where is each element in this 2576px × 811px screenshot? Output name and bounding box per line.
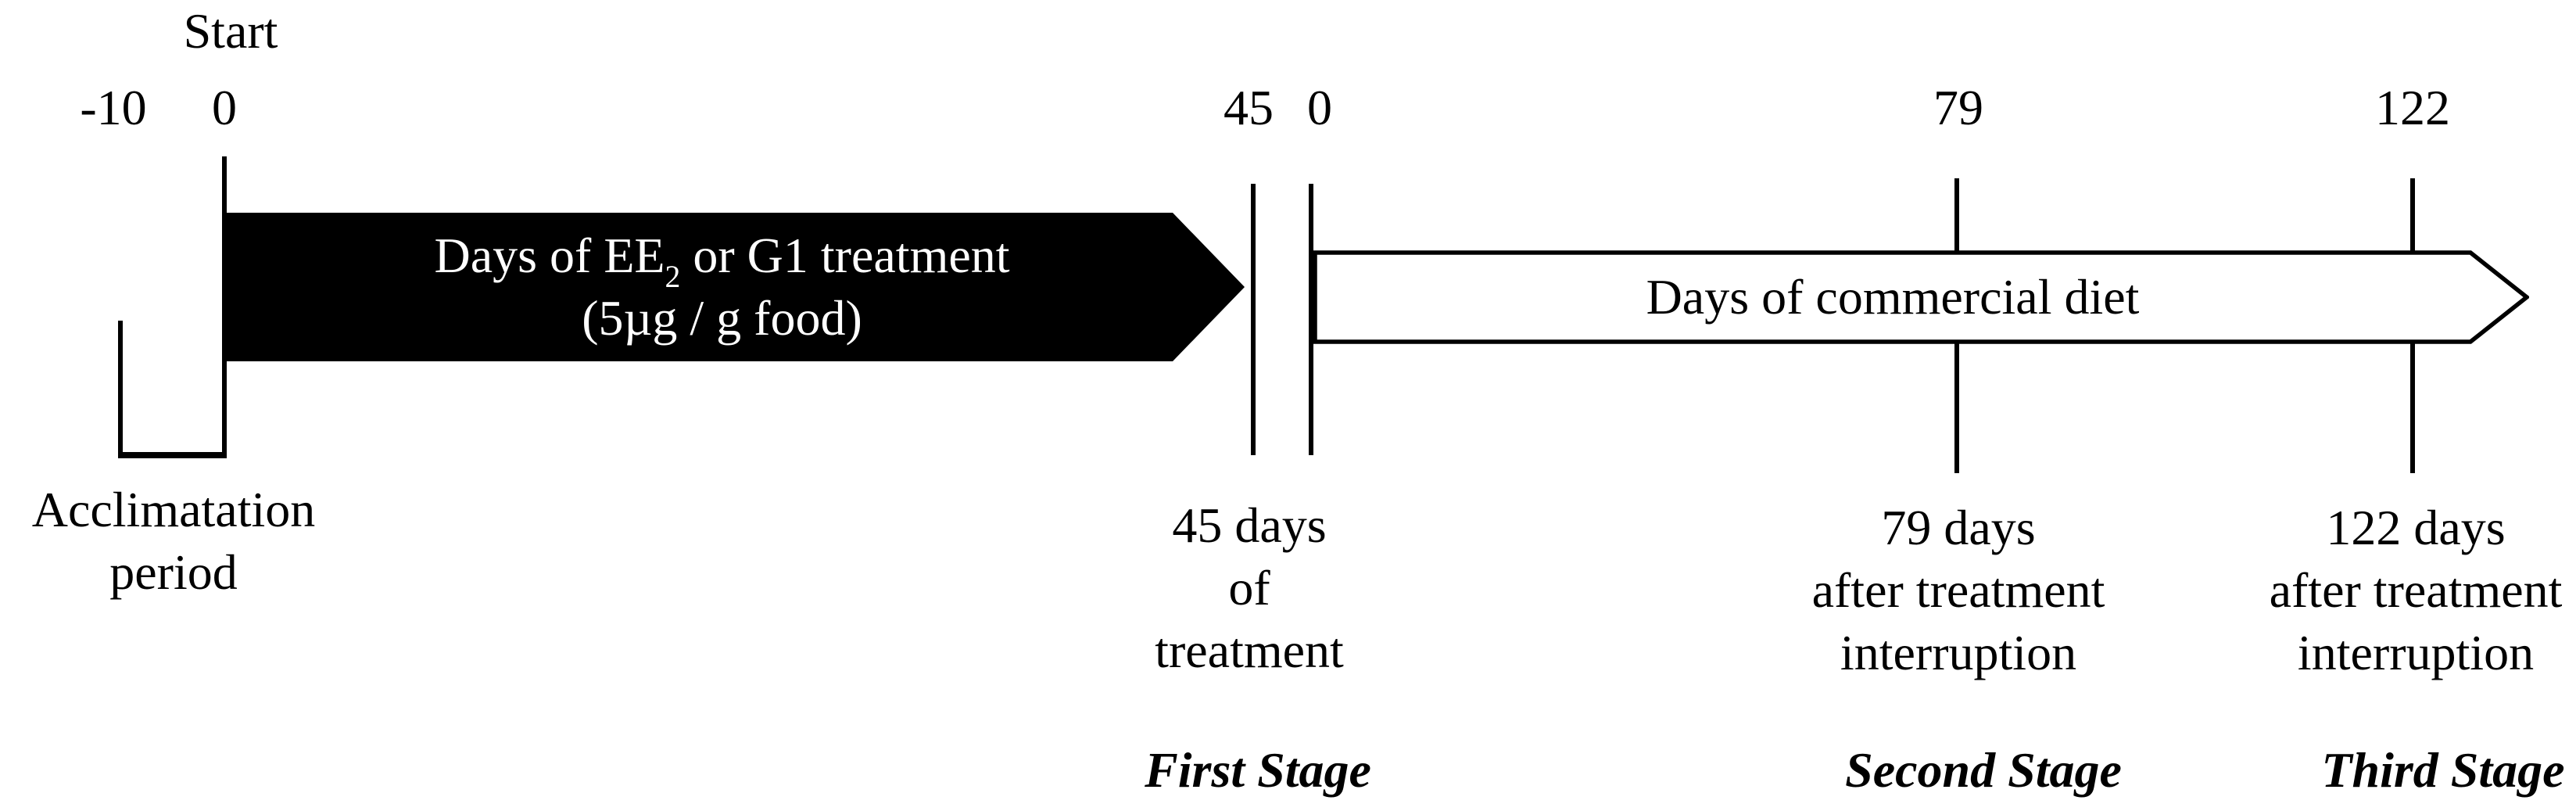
label-122-days-line3: interruption — [2297, 625, 2535, 680]
diet-arrow — [1313, 250, 2529, 344]
acclimation-label-line2: period — [109, 544, 238, 600]
label-79-days-interruption: 79 days after treatment interruption — [1763, 497, 2154, 684]
break-mark-right — [1309, 184, 1313, 455]
acclimation-label-line1: Acclimatation — [31, 482, 316, 537]
diet-arrow-shape — [1313, 250, 2529, 344]
stage-label-second: Second Stage — [1845, 742, 2122, 798]
tick-label-minus10: -10 — [80, 80, 147, 135]
tick-label-day0: 0 — [212, 80, 237, 135]
label-122-days-interruption: 122 days after treatment interruption — [2220, 497, 2576, 684]
treatment-arrow-label-line1: Days of EE2 or G1 treatment — [434, 228, 1010, 295]
label-79-days-line3: interruption — [1840, 625, 2077, 680]
tick-label-day45: 45 — [1224, 80, 1274, 135]
acclimation-label: Acclimatation period — [9, 479, 338, 604]
label-122-days-line1: 122 days — [2326, 500, 2506, 555]
tick-day122-upper — [2410, 178, 2415, 253]
acclimation-bracket-left — [118, 321, 123, 454]
treatment-arrow — [224, 213, 1245, 361]
break-mark-left — [1251, 184, 1256, 455]
label-122-days-line2: after treatment — [2269, 562, 2563, 618]
ee2-subscript: 2 — [665, 260, 681, 295]
label-45-days-line2: of — [1228, 560, 1270, 615]
treatment-arrow-label: Days of EE2 or G1 treatment (5µg / g foo… — [248, 224, 1196, 350]
tick-label-day79: 79 — [1933, 80, 1983, 135]
tick-label-day122: 122 — [2375, 80, 2450, 135]
label-79-days-line2: after treatment — [1811, 562, 2105, 618]
stage-label-first: First Stage — [1145, 742, 1371, 798]
label-45-days-of-treatment: 45 days of treatment — [1093, 494, 1406, 682]
acclimation-bracket-bottom — [118, 452, 227, 458]
label-79-days-line1: 79 days — [1881, 500, 2036, 555]
stage-label-third: Third Stage — [2321, 742, 2565, 798]
tick-day122-lower — [2410, 342, 2415, 473]
start-label: Start — [183, 3, 278, 59]
tick-day79-lower — [1954, 342, 1959, 473]
tick-label-day0-second: 0 — [1307, 80, 1332, 135]
diet-arrow-label: Days of commercial diet — [1646, 269, 2140, 325]
label-45-days-line3: treatment — [1155, 623, 1344, 678]
tick-day79-upper — [1954, 178, 1959, 253]
label-45-days-line1: 45 days — [1172, 497, 1327, 553]
treatment-arrow-label-line2: (5µg / g food) — [582, 290, 862, 346]
